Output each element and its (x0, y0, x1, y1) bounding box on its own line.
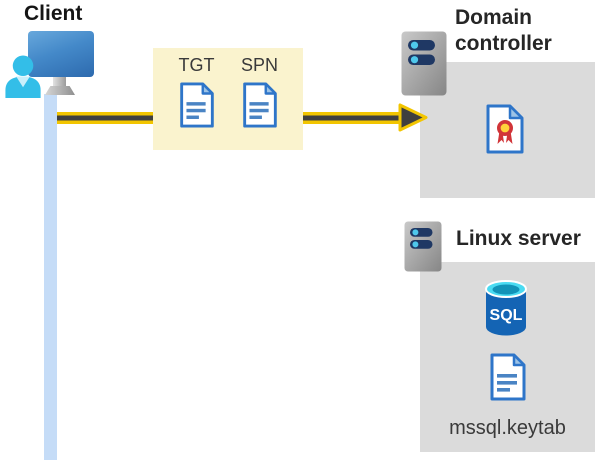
tgt-document-icon (179, 82, 214, 128)
ticket-box: TGT SPN (153, 48, 303, 150)
certificate-icon (486, 104, 524, 154)
monitor-stand-base (45, 86, 75, 95)
keytab-document-icon (490, 353, 526, 401)
sql-database-icon: SQL (485, 280, 527, 336)
monitor-stand-neck (53, 77, 66, 87)
domain-controller-label: Domain controller (455, 6, 552, 55)
tgt-ticket: TGT (175, 55, 219, 150)
spn-label: SPN (240, 55, 278, 75)
person-icon (5, 55, 41, 98)
auth-request-arrow-head (398, 103, 428, 132)
domain-controller-server-icon (401, 31, 447, 96)
client-label: Client (24, 2, 83, 25)
sql-icon-label: SQL (490, 307, 523, 324)
linux-server-icon (404, 221, 442, 272)
spn-ticket: SPN (238, 55, 282, 150)
monitor-icon (28, 31, 94, 77)
tgt-label: TGT (178, 55, 215, 75)
linux-server-label: Linux server (456, 227, 581, 250)
spn-document-icon (242, 82, 277, 128)
keytab-filename-label: mssql.keytab (449, 417, 566, 439)
client-timeline-line (44, 94, 57, 460)
